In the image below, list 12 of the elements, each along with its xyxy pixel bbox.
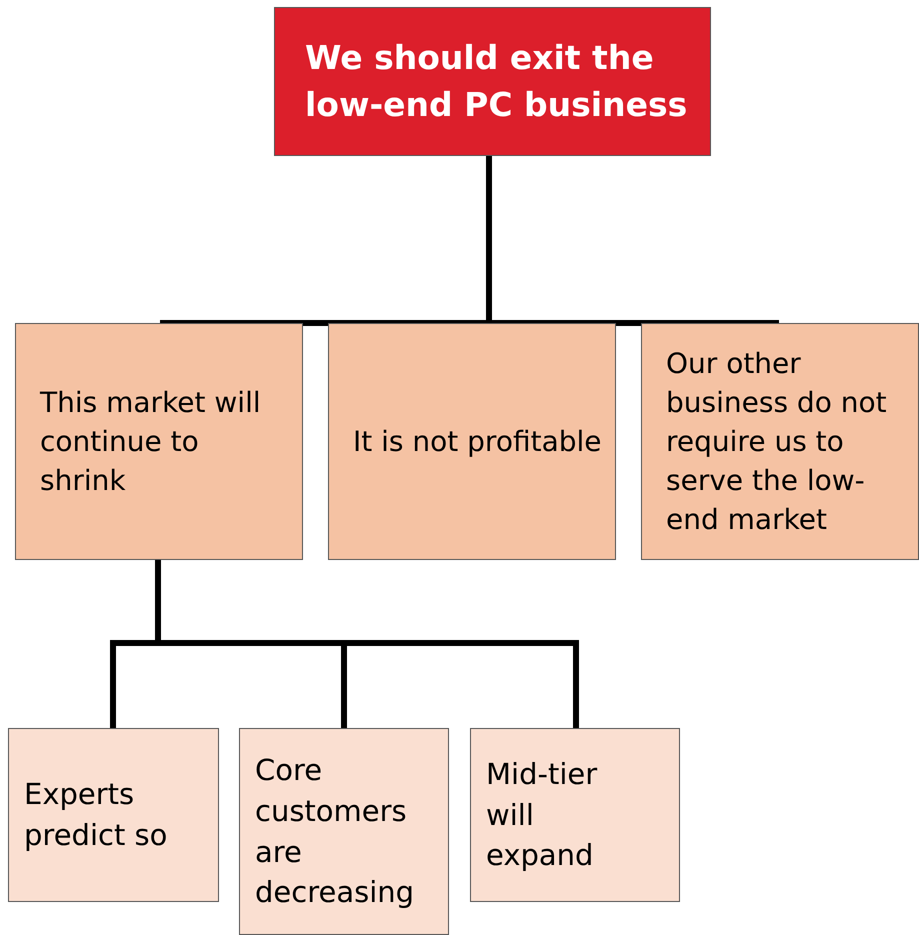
reason-box: This market will continue to shrink (15, 323, 303, 560)
connector-line (486, 156, 492, 323)
connector-line (489, 320, 782, 326)
reason-box: Our other business do not require us to serve the low-end market (641, 323, 919, 560)
claim-box: We should exit the low-end PC business (274, 7, 711, 156)
connector-line (110, 640, 158, 728)
support-box: Mid-tier will expand (470, 728, 680, 902)
reason-box: It is not profitable (328, 323, 616, 560)
connector-line (155, 560, 161, 643)
connector-line (157, 320, 489, 326)
support-box: Core customers are decreasing (239, 728, 449, 935)
support-box: Experts predict so (8, 728, 219, 902)
